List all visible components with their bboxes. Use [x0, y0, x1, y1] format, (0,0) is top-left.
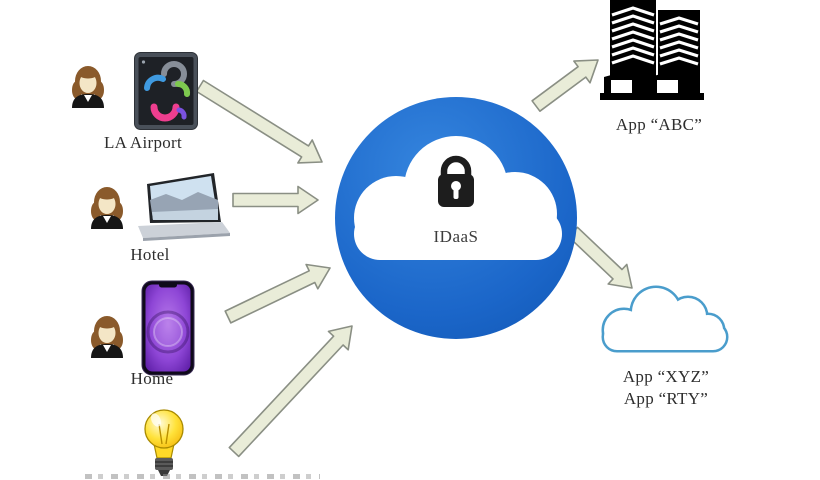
target-label-line-xyz: App “XYZ”: [622, 367, 710, 386]
arrow-iot-device-to-center: [228, 325, 353, 458]
source-label-la-airport: LA Airport: [103, 133, 183, 152]
laptop-icon: [138, 173, 230, 241]
tablet-icon: [134, 52, 198, 130]
target-label-line-rty: App “RTY”: [623, 389, 709, 408]
businesswoman-icon: [91, 316, 123, 358]
arrow-center-to-app-abc: [531, 59, 599, 112]
cloud-outline-icon: [601, 285, 729, 353]
arrow-center-to-app-xyz-rty: [567, 226, 633, 289]
buildings-icon: [600, 0, 704, 100]
lightbulb-icon: [144, 409, 184, 476]
arrow-la-airport-to-center: [195, 79, 323, 164]
idaas-cloud-node: IDaaS: [335, 97, 577, 339]
padlock-icon: [438, 155, 474, 207]
businesswoman-icon: [91, 187, 123, 229]
target-label-app-abc: App “ABC”: [615, 115, 703, 134]
clipped-caption: [85, 474, 320, 479]
center-label: IDaaS: [434, 227, 479, 246]
source-label-home: Home: [130, 369, 174, 388]
smartphone-icon: [141, 280, 195, 376]
arrow-hotel-to-center: [232, 185, 319, 215]
target-label-app-xyz-rty: App “XYZ” App “RTY”: [586, 366, 746, 410]
arrow-home-to-center: [224, 263, 331, 324]
businesswoman-icon: [72, 66, 104, 108]
source-label-hotel: Hotel: [130, 245, 170, 264]
